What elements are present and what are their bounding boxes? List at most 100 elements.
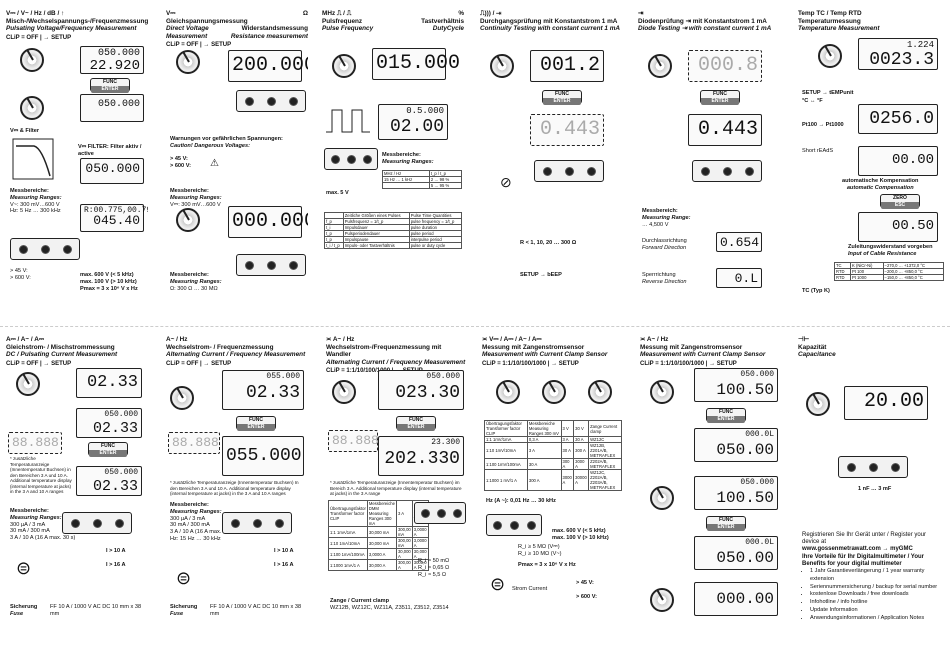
- jack-com[interactable]: [267, 261, 276, 270]
- func-label: FUNC: [409, 417, 423, 423]
- jack-com[interactable]: [565, 167, 574, 176]
- lcd-value: 00.00: [891, 152, 934, 168]
- jack-a[interactable]: [331, 155, 340, 164]
- ranges-heading-en: Measuring Ranges:: [170, 194, 222, 201]
- table-cell: Z202A/B, METRAFLEX: [588, 458, 622, 470]
- jack-com[interactable]: [93, 519, 102, 528]
- rotary-switch-icon[interactable]: [332, 54, 356, 78]
- jack-v[interactable]: [891, 463, 900, 472]
- jack-com[interactable]: [869, 463, 878, 472]
- jack-a[interactable]: [701, 167, 710, 176]
- jack-a[interactable]: [231, 519, 240, 528]
- func-label: FUNC: [713, 91, 727, 97]
- jack-a[interactable]: [543, 167, 552, 176]
- jack-a[interactable]: [847, 463, 856, 472]
- jack-v[interactable]: [587, 167, 596, 176]
- rotary-switch-icon[interactable]: [16, 372, 40, 396]
- warning-en: Caution! Dangerous Voltages:: [170, 142, 250, 149]
- jack-com[interactable]: [267, 97, 276, 106]
- jack-com[interactable]: [510, 521, 519, 530]
- rotary-switch-icon[interactable]: [650, 588, 674, 612]
- lcd-value: 02.33: [86, 373, 138, 392]
- jack-a[interactable]: [493, 521, 502, 530]
- lcd-value: 0.L: [734, 271, 758, 286]
- range-1: 300 µA / 3 mA: [170, 515, 206, 522]
- jack-a[interactable]: [71, 519, 80, 528]
- rotary-switch-icon[interactable]: [806, 392, 830, 416]
- jack-v[interactable]: [115, 519, 124, 528]
- fuse-de: Sicherung: [170, 604, 198, 610]
- rotary-switch-icon[interactable]: [176, 208, 200, 232]
- rotary-switch-icon[interactable]: [496, 380, 520, 404]
- ranges-heading-de: Messbereich:: [642, 208, 678, 214]
- rotary-switch-icon[interactable]: [170, 386, 194, 410]
- jack-v[interactable]: [275, 519, 284, 528]
- register-url[interactable]: www.gossenmetrawatt.com → myGMC: [802, 545, 913, 552]
- lcd-value: 88.888: [12, 435, 59, 450]
- lcd-value: 050.000: [97, 99, 140, 110]
- jack-v[interactable]: [363, 155, 372, 164]
- lcd-value: 015.000: [376, 52, 461, 75]
- jack-v[interactable]: [527, 521, 536, 530]
- jack-v[interactable]: [63, 245, 72, 254]
- jack-v[interactable]: [453, 509, 462, 518]
- rotary-switch-icon[interactable]: [20, 96, 44, 120]
- rotary-switch-icon[interactable]: [818, 44, 842, 68]
- reverse-de: Sperrrichtung: [642, 272, 676, 278]
- jack-v[interactable]: [289, 97, 298, 106]
- table-cell: 300 A: [526, 469, 562, 491]
- jack-panel: [222, 512, 292, 534]
- rotary-switch-icon[interactable]: [542, 380, 566, 404]
- enter-label: ENTER: [91, 86, 129, 93]
- lcd-value: 02.33: [245, 383, 300, 403]
- jack-com[interactable]: [347, 155, 356, 164]
- jack-panel: [10, 238, 80, 260]
- fuse-value: FF 10 A / 1000 V AC DC 10 mm x 38 mm: [210, 604, 302, 617]
- jack-a[interactable]: [245, 97, 254, 106]
- lcd-display: 20.00: [844, 386, 928, 420]
- panel-ac-voltage: V⎓ / V~ / Hz / dB / ↑ Misch-/Wechselspan…: [6, 10, 148, 298]
- lcd-display: 000.000: [228, 206, 308, 238]
- jack-a[interactable]: [19, 245, 28, 254]
- jack-a[interactable]: [245, 261, 254, 270]
- rotary-switch-icon[interactable]: [490, 54, 514, 78]
- jack-a[interactable]: [421, 509, 430, 518]
- rotary-switch-icon[interactable]: [650, 380, 674, 404]
- rotary-switch-icon[interactable]: [176, 50, 200, 74]
- table-cell: 3,0000 A: [411, 526, 429, 538]
- jack-v[interactable]: [745, 167, 754, 176]
- rotary-switch-icon[interactable]: [650, 486, 674, 510]
- rotary-switch-icon[interactable]: [332, 380, 356, 404]
- jack-com[interactable]: [41, 245, 50, 254]
- range-2: Hz: 5 Hz … 300 kHz: [10, 208, 61, 215]
- rotary-switch-icon[interactable]: [20, 48, 44, 72]
- footnote: * zusätzliche Temperaturanzeige (Innente…: [10, 456, 72, 494]
- jack-v[interactable]: [289, 261, 298, 270]
- rotary-switch-icon[interactable]: [588, 380, 612, 404]
- lcd-display: R:00.775,00.792045.40: [80, 204, 148, 232]
- rotary-switch-icon[interactable]: [648, 54, 672, 78]
- jack-com[interactable]: [437, 509, 446, 518]
- forward-en: Forward Direction: [642, 244, 687, 251]
- table-cell: 3000 A: [573, 458, 590, 470]
- jack-com[interactable]: [253, 519, 262, 528]
- table-cell: 3000,0 A: [411, 559, 429, 571]
- ri-1: R_i ≈ 50 mΩ: [418, 558, 450, 564]
- v600-label: > 600 V:: [576, 593, 597, 600]
- lcd-value: 200.000: [232, 54, 308, 77]
- jack-com[interactable]: [723, 167, 732, 176]
